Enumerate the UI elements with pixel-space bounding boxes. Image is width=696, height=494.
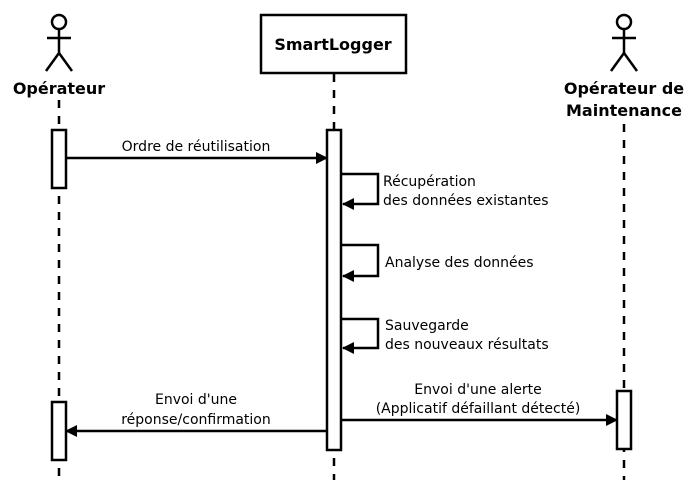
maintenance-actor-icon	[609, 13, 639, 72]
operator-activation-2	[50, 400, 68, 462]
save-label-line1: Sauvegarde	[385, 318, 469, 334]
operator-actor-icon	[44, 13, 74, 72]
alert-label-line2: (Applicatif défaillant détecté)	[376, 401, 581, 417]
save-self-arrow	[341, 317, 380, 354]
reuse-order-label: Ordre de réutilisation	[122, 139, 271, 155]
operator-label: Opérateur	[13, 79, 105, 98]
retrieve-label-line1: Récupération	[383, 174, 476, 190]
smartlogger-activation	[325, 128, 343, 452]
smartlogger-box	[259, 13, 408, 75]
maintenance-label-line1: Opérateur de	[564, 79, 684, 98]
retrieve-label-line2: des données existantes	[383, 193, 549, 209]
maintenance-activation	[615, 389, 633, 451]
analyse-label: Analyse des données	[385, 255, 534, 271]
operator-activation-1	[50, 128, 68, 190]
response-label-line1: Envoi d'une	[155, 392, 237, 408]
maintenance-label-line2: Maintenance	[566, 101, 682, 120]
alert-label-line1: Envoi d'une alerte	[414, 382, 541, 398]
analyse-self-arrow	[341, 243, 380, 282]
smartlogger-title: SmartLogger	[274, 35, 391, 54]
response-label-line2: réponse/confirmation	[121, 412, 271, 428]
save-label-line2: des nouveaux résultats	[385, 337, 549, 353]
retrieve-self-arrow	[341, 172, 380, 210]
